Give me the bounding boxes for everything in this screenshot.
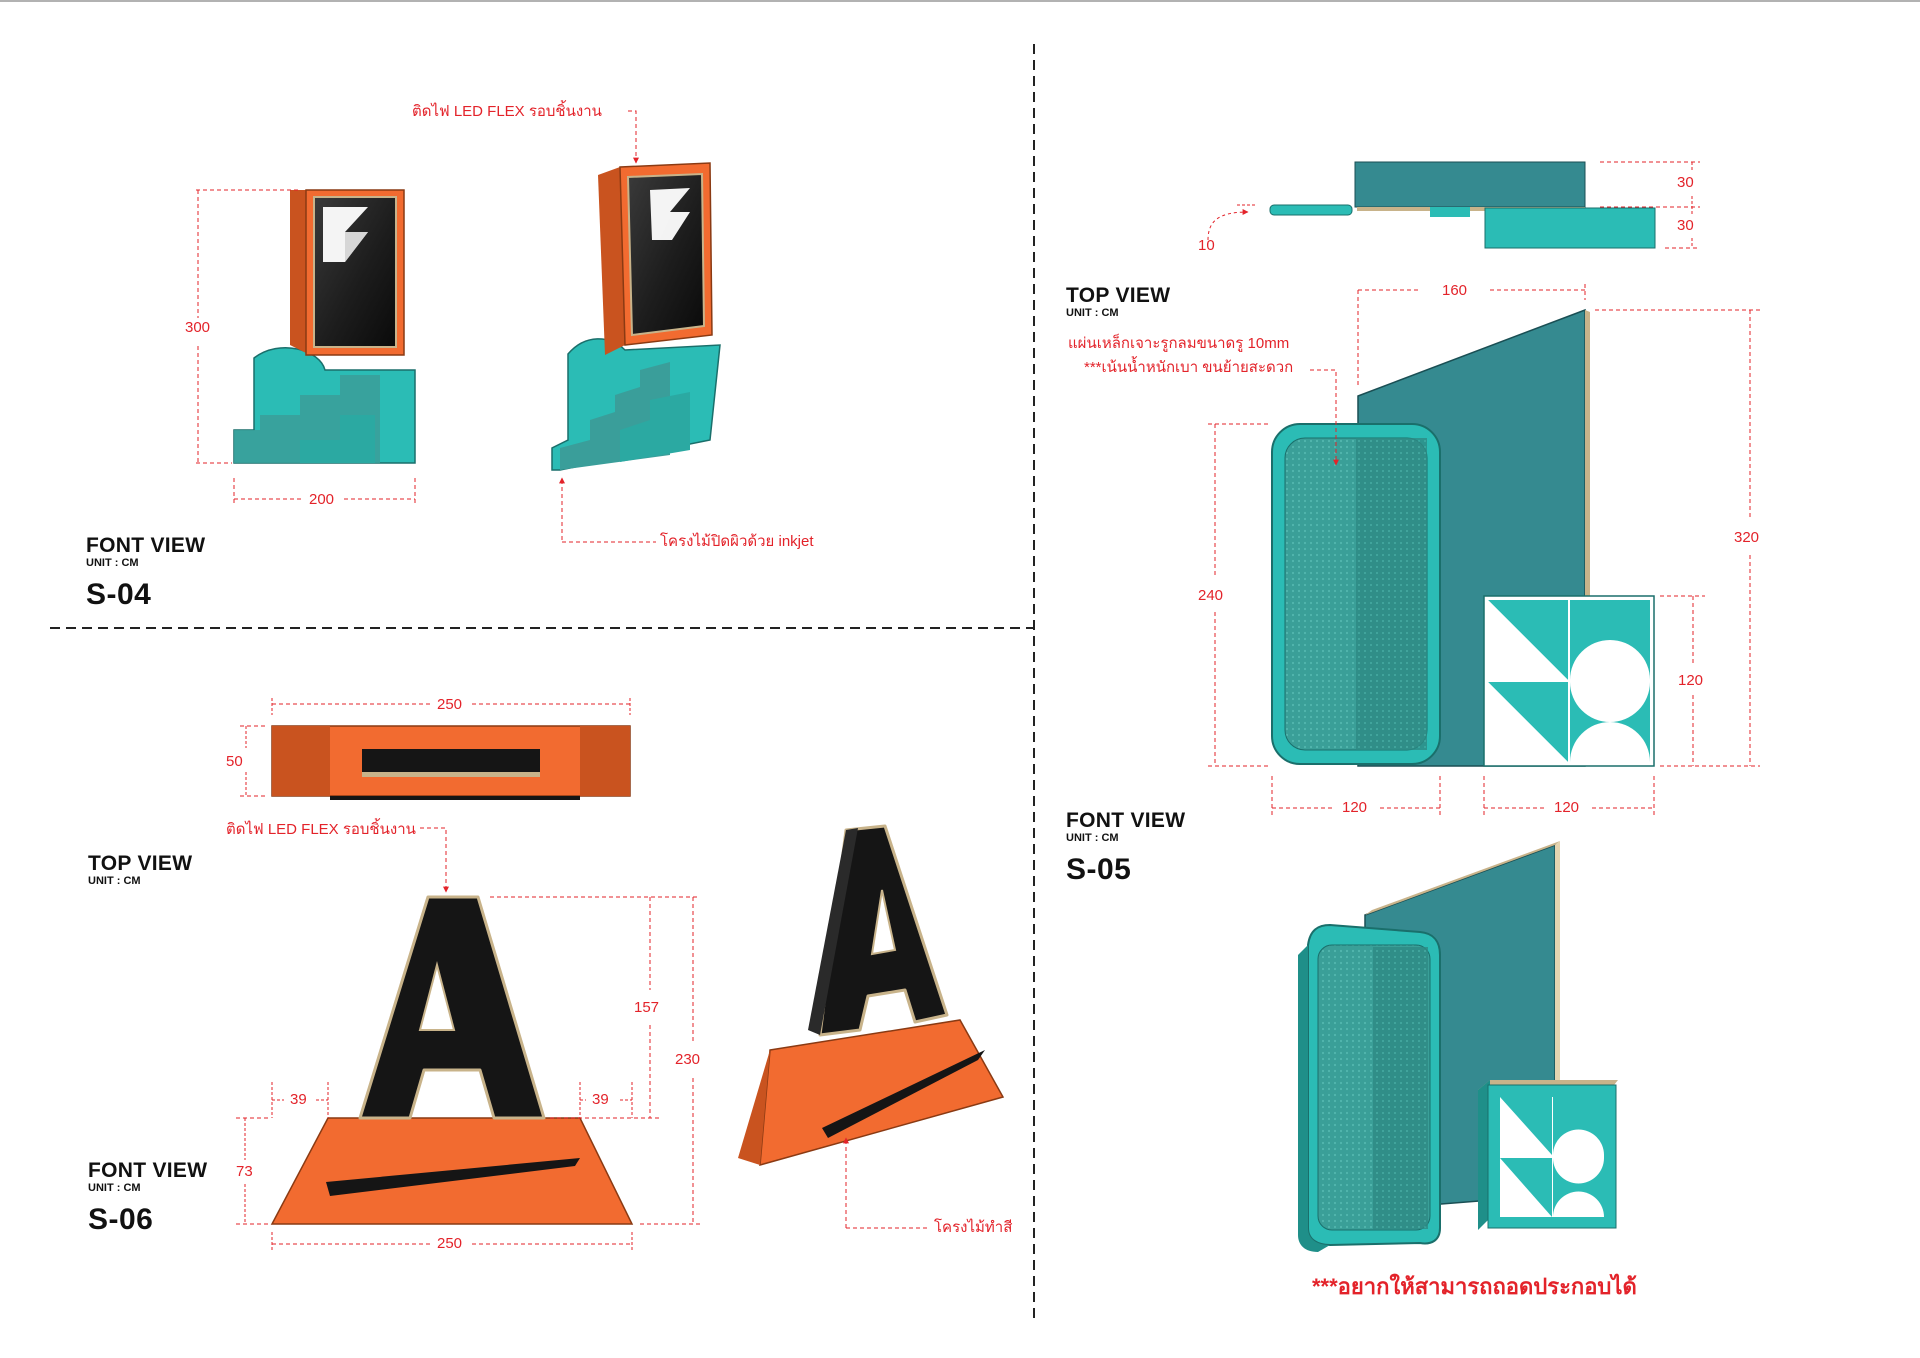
s05-assembly-note: ***อยากให้สามารถถอดประกอบได้ xyxy=(1312,1274,1637,1299)
s05-top-unit: UNIT : CM xyxy=(1066,307,1119,319)
s05-dim-120-bottom-left: 120 xyxy=(1342,799,1368,816)
s06-iso-annotations xyxy=(843,1137,930,1229)
s04-height-dim: 300 xyxy=(185,319,211,336)
s06-top-view-title: TOP VIEW xyxy=(88,852,193,875)
s06-top-dim-50: 50 xyxy=(226,753,243,770)
s05-steel-note: แผ่นเหล็กเจาะรูกลมขนาดรู 10mm xyxy=(1068,335,1290,352)
s04-led-note: ติดไฟ LED FLEX รอบชิ้นงาน xyxy=(412,103,602,120)
s04-iso-sign xyxy=(551,162,721,471)
s05-top-dim-30b: 30 xyxy=(1677,217,1694,234)
s04-width-dim: 200 xyxy=(309,491,335,508)
s05-top-dimensions xyxy=(1207,161,1700,249)
s05-weight-note: ***เน้นน้ำหนักเบา ขนย้ายสะดวก xyxy=(1084,359,1294,376)
s06-dim-39-left: 39 xyxy=(290,1091,307,1108)
s04-dimensions xyxy=(196,189,416,506)
s04-front-sign xyxy=(233,189,416,464)
s06-dim-230: 230 xyxy=(675,1051,701,1068)
s06-iso-sign xyxy=(738,824,1005,1167)
s06-top-view xyxy=(271,725,631,800)
s06-code: S-06 xyxy=(88,1203,154,1236)
s05-front-dimensions xyxy=(1208,284,1760,816)
s05-top-dim-10: 10 xyxy=(1198,237,1215,254)
s05-dim-120-right: 120 xyxy=(1678,672,1704,689)
s06-bottom-dim-250: 250 xyxy=(437,1235,463,1252)
s05-top-view xyxy=(1269,161,1656,249)
s04-view-title: FONT VIEW xyxy=(86,534,206,557)
s05-front-view-title: FONT VIEW xyxy=(1066,809,1186,832)
s06-front-view-title: FONT VIEW xyxy=(88,1159,208,1182)
s05-top-view-title: TOP VIEW xyxy=(1066,284,1171,307)
s06-led-note: ติดไฟ LED FLEX รอบชิ้นงาน xyxy=(226,821,416,838)
s04-iso-annotations xyxy=(559,110,656,543)
s04-code: S-04 xyxy=(86,578,152,611)
s05-dim-120-bottom-right: 120 xyxy=(1554,799,1580,816)
s05-front-unit: UNIT : CM xyxy=(1066,832,1119,844)
s05-dim-160: 160 xyxy=(1442,282,1468,299)
s04-unit: UNIT : CM xyxy=(86,557,139,569)
s05-code: S-05 xyxy=(1066,853,1132,886)
s06-front-unit: UNIT : CM xyxy=(88,1182,141,1194)
s05-top-dim-30a: 30 xyxy=(1677,174,1694,191)
s06-top-dimensions xyxy=(240,698,631,797)
s06-top-dim-250: 250 xyxy=(437,696,463,713)
s06-top-unit: UNIT : CM xyxy=(88,875,141,887)
s06-dim-73: 73 xyxy=(236,1163,253,1180)
s05-dim-240: 240 xyxy=(1198,587,1224,604)
s05-iso-assembly xyxy=(1298,841,1618,1252)
s05-dim-320: 320 xyxy=(1734,529,1760,546)
s04-inkjet-note: โครงไม้ปิดผิวด้วย inkjet xyxy=(660,533,814,550)
s06-wood-note: โครงไม้ทำสี xyxy=(934,1219,1013,1236)
s06-front-sign xyxy=(270,895,634,1225)
s05-front-assembly xyxy=(1271,308,1655,767)
s06-dim-39-right: 39 xyxy=(592,1091,609,1108)
s06-front-dimensions xyxy=(236,827,700,1252)
s06-dim-157: 157 xyxy=(634,999,660,1016)
